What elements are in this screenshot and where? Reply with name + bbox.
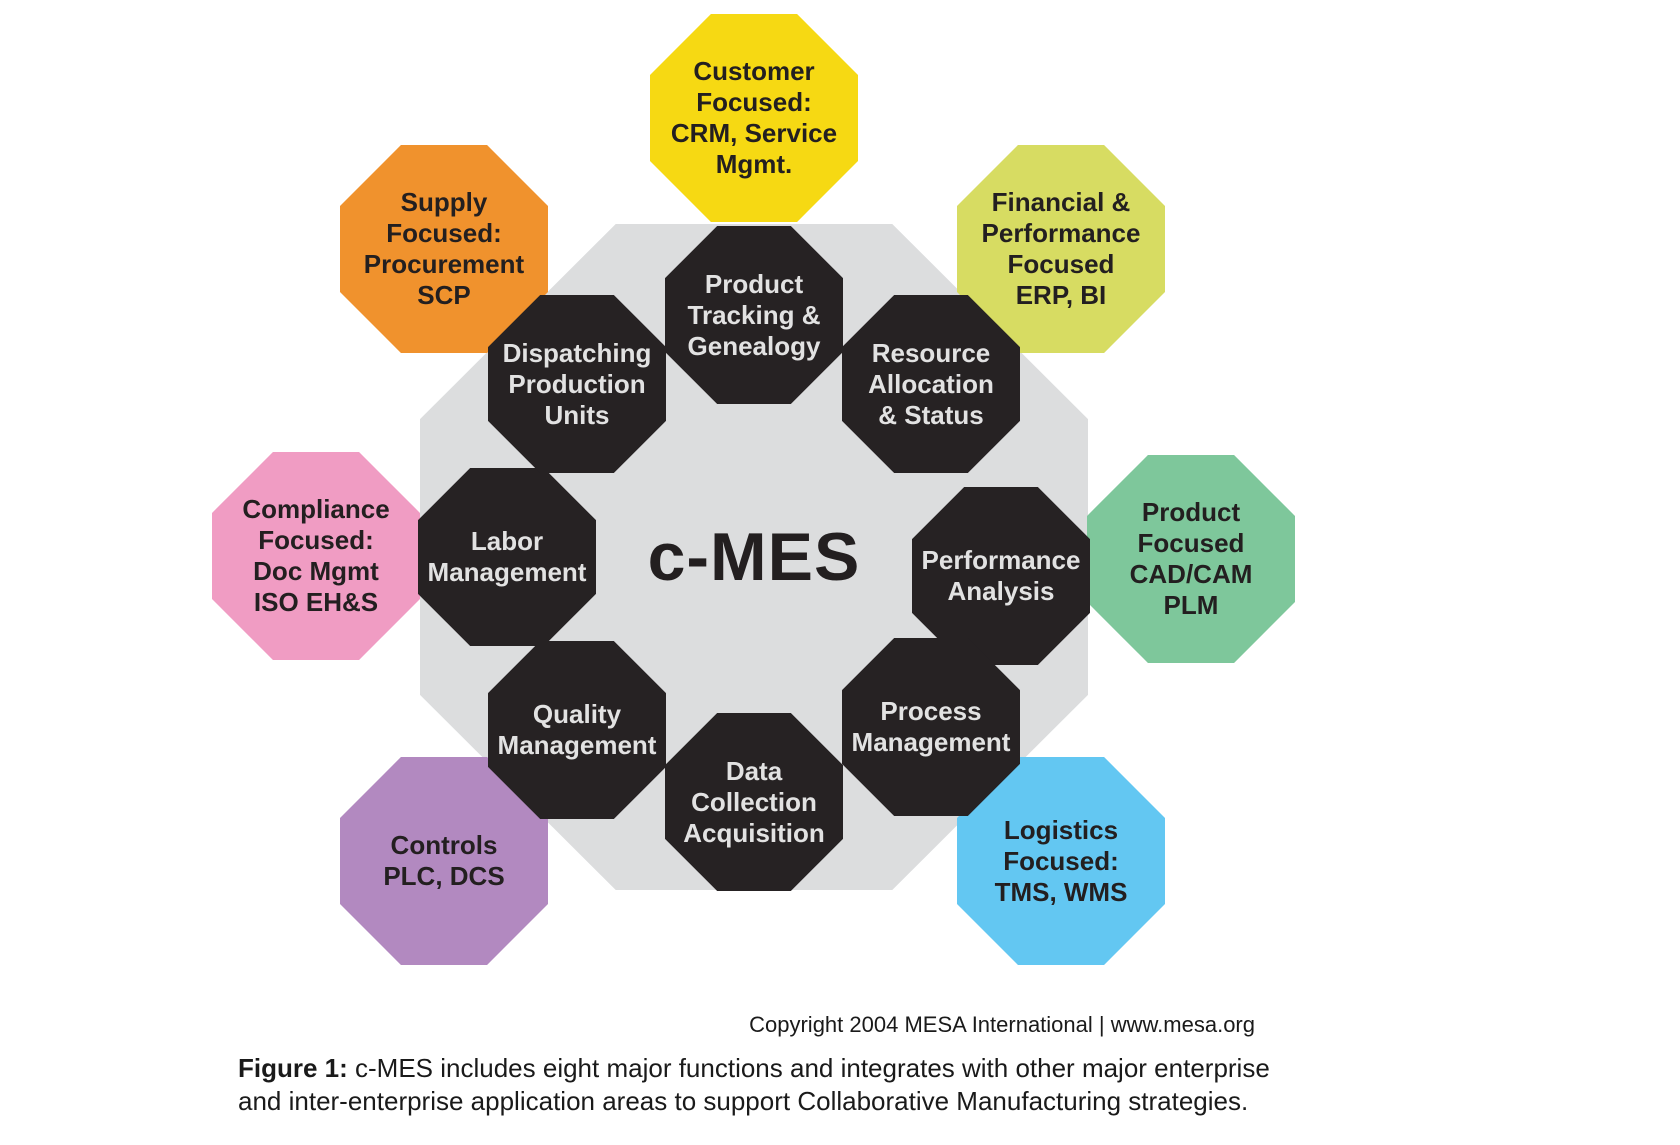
function-octagon-quality-management: Quality Management bbox=[488, 641, 666, 819]
function-label-labor-management: Labor Management bbox=[427, 526, 587, 587]
function-label-quality-management: Quality Management bbox=[497, 699, 657, 760]
function-octagon-resource-allocation-status: Resource Allocation & Status bbox=[842, 295, 1020, 473]
external-label-compliance-focused: Compliance Focused: Doc Mgmt ISO EH&S bbox=[242, 494, 390, 617]
function-octagon-labor-management: Labor Management bbox=[418, 468, 596, 646]
function-octagon-process-management: Process Management bbox=[842, 638, 1020, 816]
function-label-data-collection-acquisition: Data Collection Acquisition bbox=[683, 755, 825, 848]
figure-caption: Figure 1: c-MES includes eight major fun… bbox=[238, 1052, 1313, 1118]
external-label-supply-focused: Supply Focused: Procurement SCP bbox=[363, 187, 525, 310]
cmes-title: c-MES bbox=[647, 519, 861, 595]
function-label-product-tracking-genealogy: Product Tracking & Genealogy bbox=[687, 268, 821, 361]
external-label-controls: Controls PLC, DCS bbox=[383, 830, 505, 891]
function-label-process-management: Process Management bbox=[851, 696, 1011, 757]
function-label-resource-allocation-status: Resource Allocation & Status bbox=[868, 337, 994, 430]
external-octagon-product-focused: Product Focused CAD/CAM PLM bbox=[1087, 455, 1295, 663]
external-octagon-supply-focused: Supply Focused: Procurement SCP bbox=[340, 145, 548, 353]
external-label-financial-performance-focused: Financial & Performance Focused ERP, BI bbox=[981, 187, 1141, 310]
external-octagon-financial-performance-focused: Financial & Performance Focused ERP, BI bbox=[957, 145, 1165, 353]
function-octagon-performance-analysis: Performance Analysis bbox=[912, 487, 1090, 665]
external-octagon-customer-focused: Customer Focused: CRM, Service Mgmt. bbox=[650, 14, 858, 222]
function-octagon-data-collection-acquisition: Data Collection Acquisition bbox=[665, 713, 843, 891]
copyright-line: Copyright 2004 MESA International | www.… bbox=[749, 1012, 1255, 1037]
function-octagon-product-tracking-genealogy: Product Tracking & Genealogy bbox=[665, 226, 843, 404]
figure-caption-text: c-MES includes eight major functions and… bbox=[238, 1053, 1270, 1116]
external-octagon-compliance-focused: Compliance Focused: Doc Mgmt ISO EH&S bbox=[212, 452, 420, 660]
external-label-customer-focused: Customer Focused: CRM, Service Mgmt. bbox=[670, 56, 838, 179]
figure-caption-label: Figure 1: bbox=[238, 1053, 348, 1083]
function-label-dispatching-production-units: Dispatching Production Units bbox=[502, 337, 652, 430]
external-label-product-focused: Product Focused CAD/CAM PLM bbox=[1129, 497, 1253, 620]
function-label-performance-analysis: Performance Analysis bbox=[921, 545, 1081, 606]
function-octagon-dispatching-production-units: Dispatching Production Units bbox=[488, 295, 666, 473]
external-label-logistics-focused: Logistics Focused: TMS, WMS bbox=[994, 814, 1128, 907]
